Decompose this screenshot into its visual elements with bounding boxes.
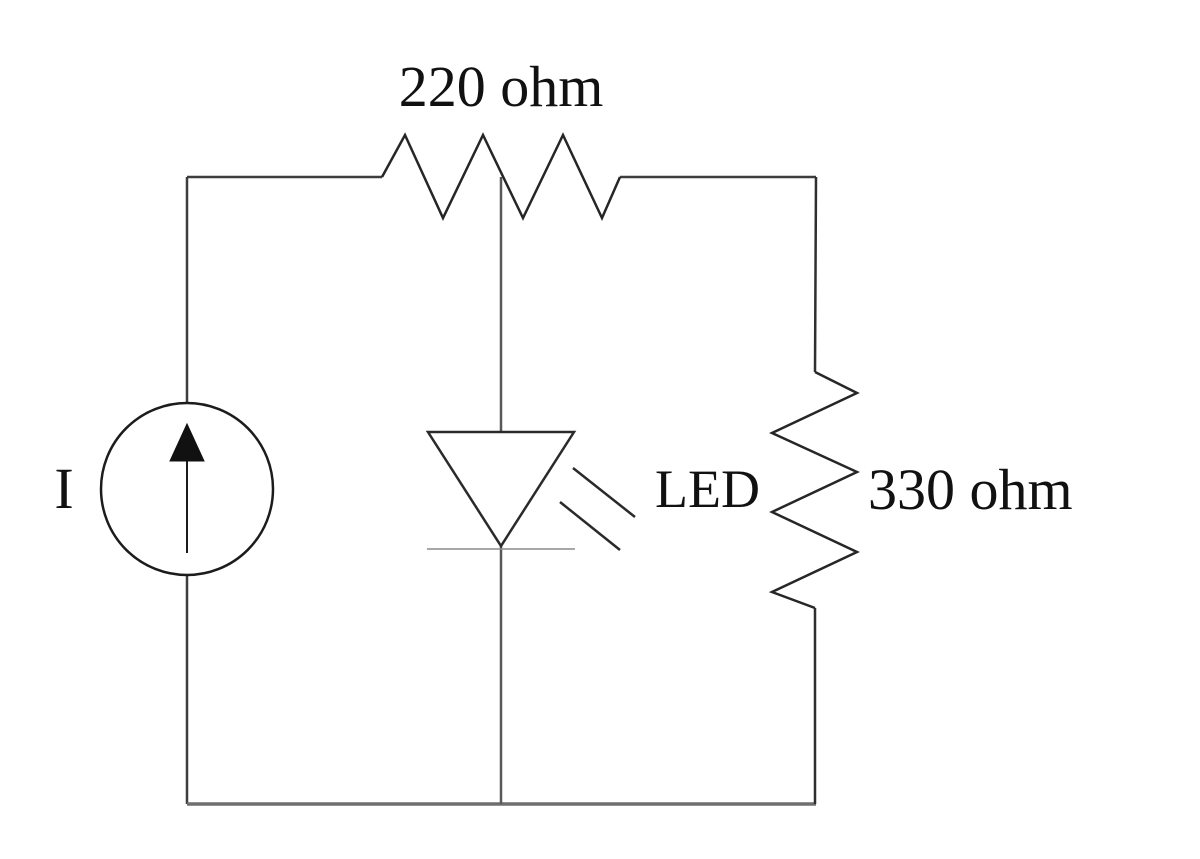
- resistor-220-symbol: [380, 132, 622, 222]
- wire-right-upper: [813, 176, 818, 373]
- resistor-330-symbol: [768, 370, 860, 610]
- led-label: LED: [655, 459, 760, 519]
- led-triangle: [425, 430, 577, 549]
- led-emission-ray-1: [572, 467, 636, 518]
- resistor-330-label: 330 ohm: [868, 457, 1073, 522]
- current-source-label: I: [54, 456, 73, 521]
- resistor-220-label: 220 ohm: [399, 54, 604, 119]
- led-emission-ray-2: [559, 501, 621, 551]
- current-source-circle: [99, 401, 275, 577]
- current-source-arrow-head: [169, 422, 205, 462]
